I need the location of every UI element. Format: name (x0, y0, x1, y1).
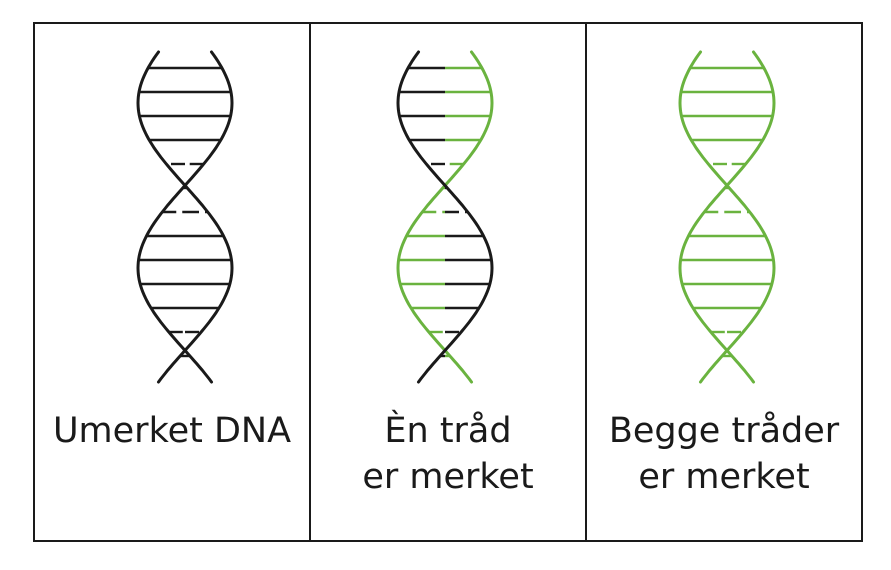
panel-label-unlabeled-dna: Umerket DNA (34, 408, 310, 454)
panel-borders (33, 22, 863, 542)
label-line: er merket (638, 457, 810, 497)
dna-helix-unlabeled (136, 50, 234, 384)
label-line: Èn tråd (384, 411, 512, 451)
dna-helix-both-strands-labeled (678, 50, 776, 384)
dna-strand-2 (396, 50, 494, 384)
dna-strand-1 (396, 50, 494, 384)
panel-label-one-strand-labeled: Èn tråd er merket (310, 408, 586, 500)
label-line: Umerket DNA (52, 411, 292, 451)
label-line: er merket (362, 457, 534, 497)
dna-helix-one-strand-labeled (396, 50, 494, 384)
label-line: Begge tråder (608, 411, 840, 451)
panel-frame (33, 22, 863, 542)
dna-strand-1 (136, 50, 234, 384)
dna-strand-1 (678, 50, 776, 384)
dna-strand-2 (136, 50, 234, 384)
dna-strand-2 (678, 50, 776, 384)
panel-label-both-strands-labeled: Begge tråder er merket (586, 408, 862, 500)
